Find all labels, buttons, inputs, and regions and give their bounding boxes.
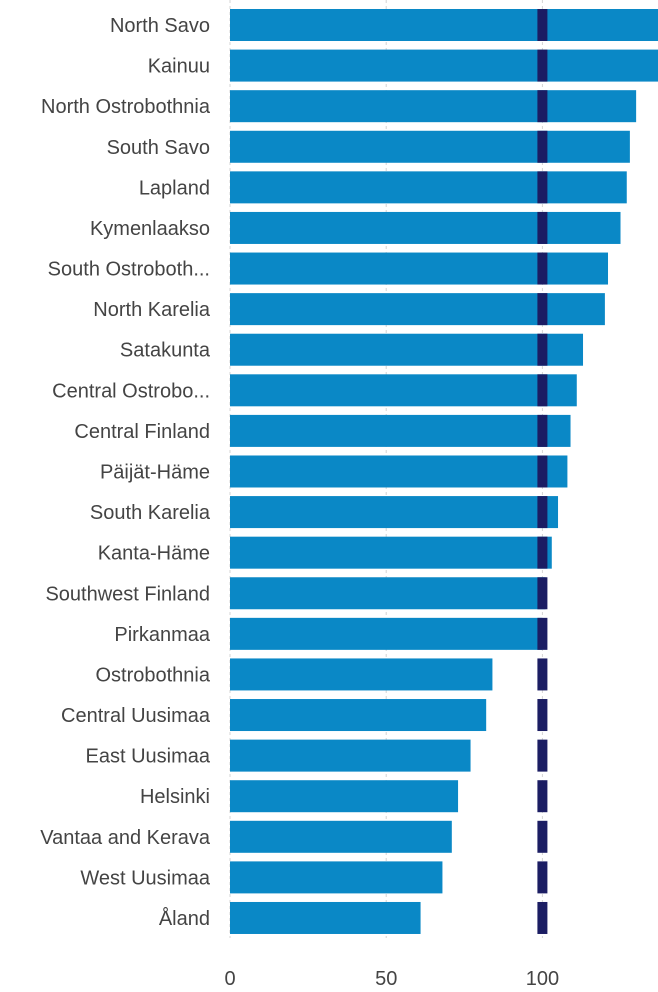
category-label-7: North Karelia <box>93 299 211 321</box>
bar-7 <box>230 293 605 326</box>
category-label-19: Helsinki <box>140 786 210 808</box>
reference-markers <box>537 9 548 934</box>
category-label-21: West Uusimaa <box>80 867 211 889</box>
category-label-4: Lapland <box>139 177 210 199</box>
bar-21 <box>230 861 443 894</box>
category-label-17: Central Uusimaa <box>61 705 211 727</box>
bar-0 <box>230 9 658 41</box>
bar-14 <box>230 577 546 610</box>
reference-marker-20 <box>537 820 548 853</box>
reference-marker-17 <box>537 699 548 732</box>
bar-13 <box>230 536 552 569</box>
bar-9 <box>230 374 577 407</box>
reference-marker-11 <box>537 455 548 488</box>
category-label-3: South Savo <box>107 137 210 159</box>
reference-marker-1 <box>537 49 548 82</box>
reference-marker-21 <box>537 861 548 894</box>
category-label-1: Kainuu <box>148 56 210 78</box>
category-label-15: Pirkanmaa <box>114 624 210 646</box>
reference-marker-19 <box>537 780 548 813</box>
bar-1 <box>230 49 658 82</box>
reference-marker-4 <box>537 171 548 204</box>
reference-marker-0 <box>537 9 548 41</box>
bar-19 <box>230 780 459 813</box>
bars <box>230 9 658 934</box>
bar-5 <box>230 211 621 244</box>
category-label-8: Satakunta <box>120 340 211 362</box>
category-label-9: Central Ostrobo... <box>52 380 210 402</box>
bar-16 <box>230 658 493 691</box>
reference-marker-3 <box>537 130 548 163</box>
category-label-2: North Ostrobothnia <box>41 96 211 118</box>
reference-marker-7 <box>537 293 548 326</box>
reference-marker-6 <box>537 252 548 285</box>
category-label-12: South Karelia <box>90 502 211 524</box>
bar-12 <box>230 496 559 529</box>
bar-15 <box>230 617 543 650</box>
bar-6 <box>230 252 609 285</box>
x-tick-label-50: 50 <box>375 968 397 990</box>
x-tick-label-0: 0 <box>224 968 235 990</box>
category-label-18: East Uusimaa <box>86 746 211 768</box>
bar-18 <box>230 739 471 772</box>
category-label-0: North Savo <box>110 15 210 37</box>
reference-marker-12 <box>537 496 548 529</box>
category-label-20: Vantaa and Kerava <box>40 827 211 849</box>
bar-2 <box>230 90 637 123</box>
bar-3 <box>230 130 630 163</box>
bar-20 <box>230 820 452 853</box>
bar-11 <box>230 455 568 488</box>
x-axis-ticks: 0 50 100 <box>224 968 559 990</box>
reference-marker-10 <box>537 414 548 447</box>
category-label-13: Kanta-Häme <box>98 543 210 565</box>
bar-10 <box>230 414 571 447</box>
category-label-10: Central Finland <box>74 421 210 443</box>
reference-marker-5 <box>537 211 548 244</box>
category-label-22: Åland <box>159 907 210 930</box>
category-label-14: Southwest Finland <box>45 583 210 605</box>
category-label-6: South Ostroboth... <box>48 259 210 281</box>
reference-marker-13 <box>537 536 548 569</box>
reference-marker-18 <box>537 739 548 772</box>
category-label-16: Ostrobothnia <box>95 664 210 686</box>
bar-17 <box>230 699 487 732</box>
reference-marker-16 <box>537 658 548 691</box>
bar-8 <box>230 333 584 366</box>
category-label-5: Kymenlaakso <box>90 218 210 240</box>
bar-22 <box>230 901 421 934</box>
category-label-11: Päijät-Häme <box>100 461 210 483</box>
reference-marker-9 <box>537 374 548 407</box>
reference-marker-14 <box>537 577 548 610</box>
reference-marker-8 <box>537 333 548 366</box>
reference-marker-22 <box>537 901 548 934</box>
reference-marker-15 <box>537 617 548 650</box>
bar-4 <box>230 171 627 204</box>
reference-marker-2 <box>537 90 548 123</box>
x-tick-label-100: 100 <box>526 968 559 990</box>
